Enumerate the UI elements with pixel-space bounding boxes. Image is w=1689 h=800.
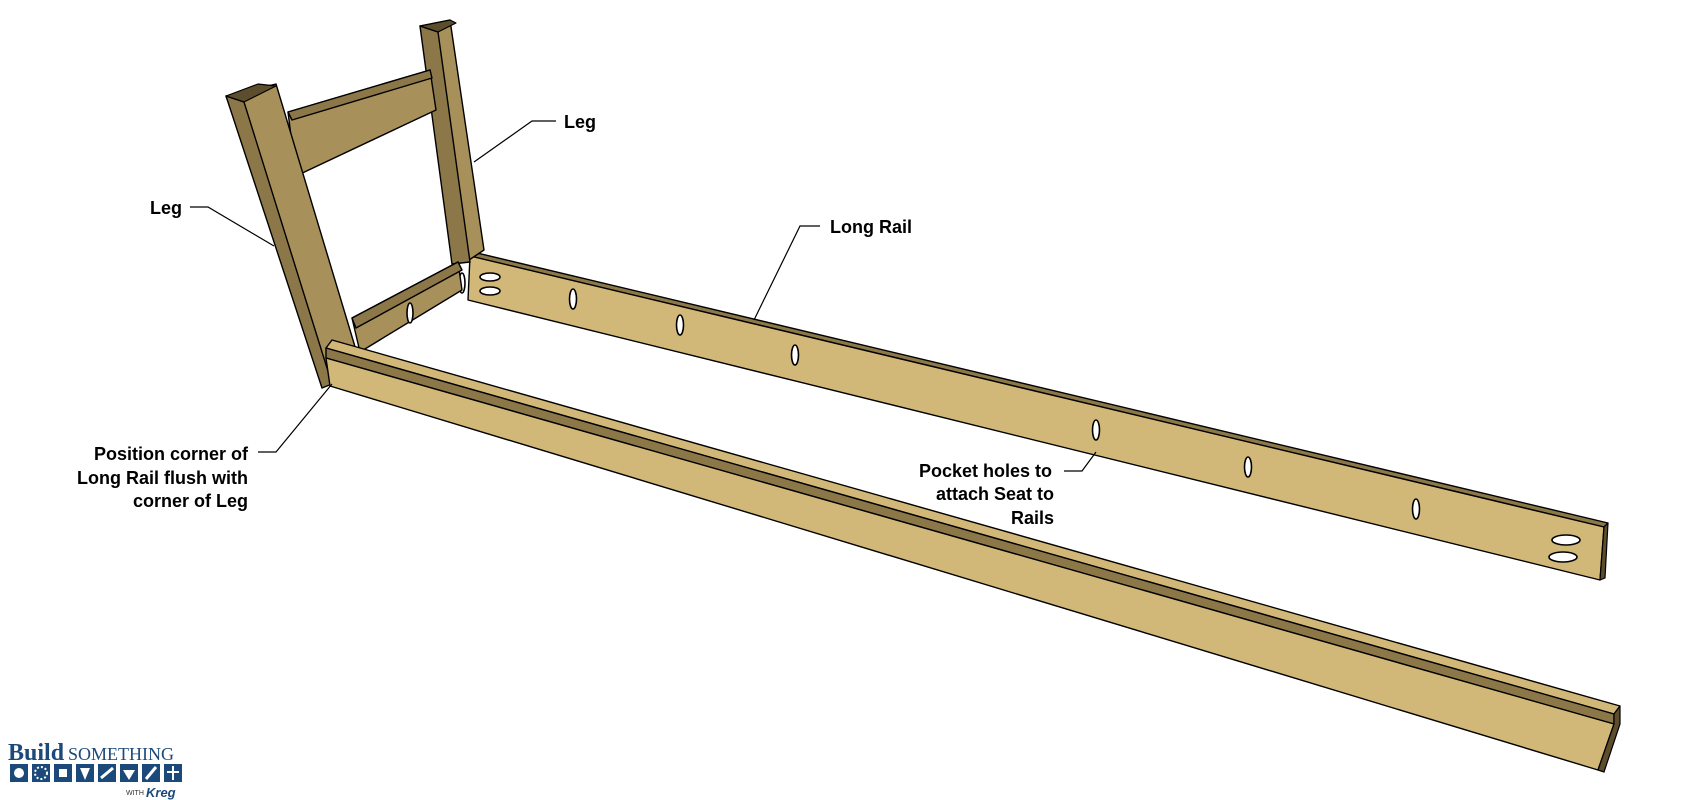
- pocket-holes: [479, 272, 1581, 563]
- logo-build-text: Build: [8, 740, 65, 766]
- position-corner-line3: corner of Leg: [133, 491, 248, 511]
- logo-kreg-text: Kreg: [146, 785, 176, 800]
- position-corner-line2: Long Rail flush with: [77, 468, 248, 488]
- leg-left-label: Leg: [150, 198, 182, 218]
- pocket-holes-line3: Rails: [1011, 508, 1054, 528]
- leg-right: [419, 19, 485, 294]
- logo-something-text: SOMETHING: [68, 744, 174, 764]
- leg-right-label: Leg: [564, 112, 596, 132]
- label-long-rail: Long Rail: [753, 217, 912, 321]
- long-rail-label: Long Rail: [830, 217, 912, 237]
- top-stretcher: [287, 69, 437, 177]
- long-rail-far: [467, 251, 1609, 581]
- logo-with-text: WITH: [126, 790, 144, 797]
- position-corner-line1: Position corner of: [94, 444, 249, 464]
- pocket-holes-line2: attach Seat to: [936, 484, 1054, 504]
- build-something-logo: Build SOMETHING WITH Kreg: [8, 740, 182, 800]
- long-rail-near: [325, 339, 1621, 773]
- bottom-stretcher: [351, 261, 463, 353]
- label-position-corner: Position corner of Long Rail flush with …: [77, 383, 333, 511]
- logo-tool-icons: [10, 764, 182, 782]
- pocket-holes-line1: Pocket holes to: [919, 461, 1052, 481]
- label-leg-left: Leg: [150, 198, 275, 247]
- label-leg-right: Leg: [473, 112, 596, 163]
- label-pocket-holes: Pocket holes to attach Seat to Rails: [919, 451, 1097, 528]
